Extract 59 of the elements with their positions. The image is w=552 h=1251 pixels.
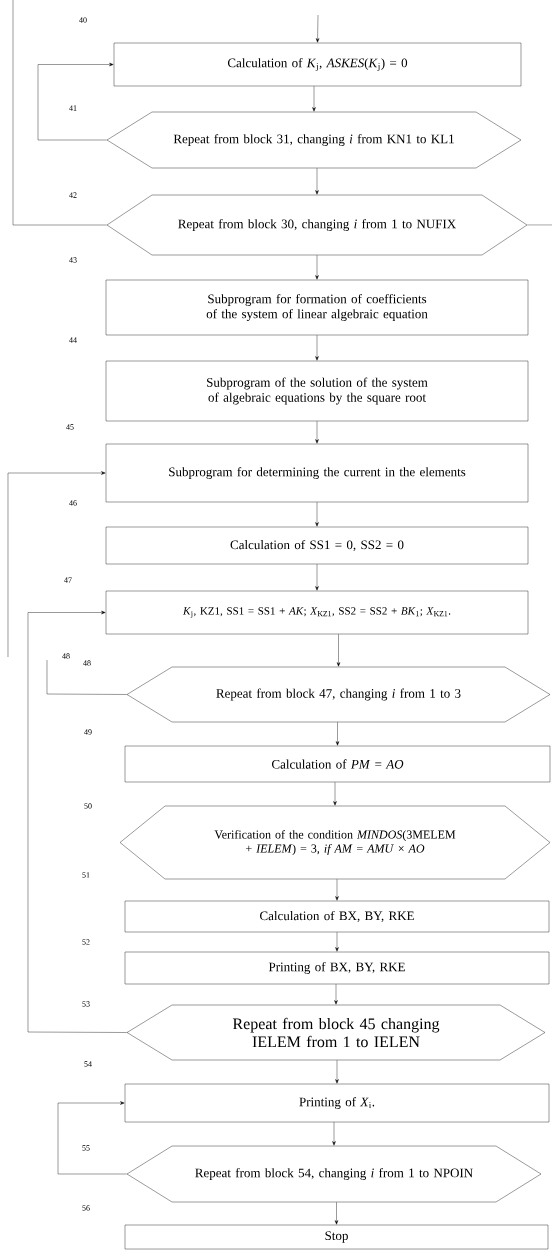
loop-hexagon: Repeat from block 54, changing i from 1 to NPOIN xyxy=(126,1145,542,1203)
arrow xyxy=(315,335,319,361)
block-number: 52 xyxy=(82,939,90,945)
arrow xyxy=(335,879,339,901)
connector-line xyxy=(12,0,107,226)
loop-hexagon: Repeat from block 31, changing i from KN1 to KL1 xyxy=(106,111,522,169)
arrow xyxy=(332,1122,336,1146)
arrow xyxy=(315,255,319,280)
process-box: Stop xyxy=(124,1224,549,1250)
loop-hexagon: Repeat from block 47, changing i from 1 to 3 xyxy=(126,666,551,723)
arrow xyxy=(315,14,320,43)
block-number: 51 xyxy=(82,872,90,878)
process-box: Subprogram for formation of coefficients of the system of linear algebraic equation xyxy=(105,279,529,336)
block-number: 49 xyxy=(84,729,92,735)
arrow xyxy=(27,610,127,1033)
block-number: 56 xyxy=(82,1205,90,1211)
process-box: Subprogram of the solution of the system of algebraic equations by the square root xyxy=(105,360,529,422)
block-number: 45 xyxy=(66,424,74,430)
connector-line xyxy=(527,224,552,226)
process-box: Printing of BX, BY, RKE xyxy=(124,951,550,985)
arrow xyxy=(335,722,340,746)
process-box: Calculation of PM = AO xyxy=(124,745,551,783)
block-number: 55 xyxy=(82,1145,90,1151)
arrow xyxy=(315,421,319,444)
arrow xyxy=(333,782,337,806)
process-box: Printing of X$_{i}$. xyxy=(124,1083,550,1123)
block-number: 48 xyxy=(83,660,91,666)
loop-hexagon: Repeat from block 45 changing IELEM from 1 to IELEN xyxy=(126,1004,546,1061)
process-box: Calculation of BX, BY, RKE xyxy=(124,900,550,933)
block-number: 47 xyxy=(64,577,72,583)
block-number: 53 xyxy=(82,1001,90,1007)
process-box: Subprogram for determining the current in the elements xyxy=(105,443,529,503)
arrow xyxy=(336,634,341,667)
arrow xyxy=(312,86,316,112)
block-number: 50 xyxy=(84,803,92,809)
arrow xyxy=(334,1202,339,1225)
process-box: Calculation of K$_{j}$, ASKES(K$_{j}$) = 0 xyxy=(113,42,522,87)
block-number: 43 xyxy=(69,257,77,263)
block-number: 42 xyxy=(69,192,77,198)
block-number: 44 xyxy=(69,337,77,343)
block-number: 54 xyxy=(84,1061,92,1067)
arrow xyxy=(37,62,114,141)
arrow xyxy=(315,168,319,195)
loop-hexagon: Verification of the condition MINDOS(3MELEM + IELEM) = 3, if AM = AMU × AO xyxy=(119,805,551,880)
process-box: K$_{j}$, KZ1, SS1 = SS1 + AK; X$_{KZ1}$, SS2 = SS2 + BK$_{1}$; X$_{KZ1}$. xyxy=(105,590,529,635)
process-box: Calculation of SS1 = 0, SS2 = 0 xyxy=(105,526,529,565)
block-number: 40 xyxy=(79,17,87,23)
arrow xyxy=(335,932,339,952)
arrow xyxy=(7,471,106,658)
loop-hexagon: Repeat from block 30, changing i from 1 to NUFIX xyxy=(106,194,528,256)
connector-line xyxy=(46,659,127,695)
arrow xyxy=(335,1060,339,1084)
arrow xyxy=(315,564,319,591)
arrow xyxy=(334,984,338,1005)
block-number: 46 xyxy=(69,500,77,506)
arrow xyxy=(57,1101,127,1175)
block-number: 41 xyxy=(69,105,77,111)
block-number: 48 xyxy=(62,653,70,659)
arrow xyxy=(315,502,319,527)
